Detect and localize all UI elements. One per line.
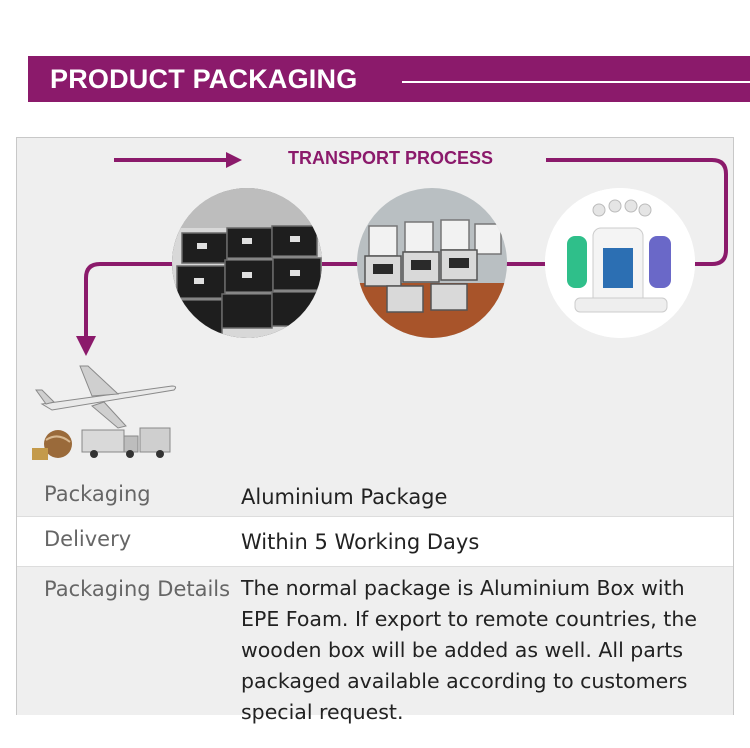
flow-path-left — [84, 262, 190, 340]
banner-title: PRODUCT PACKAGING — [50, 64, 358, 94]
flow-arrow-down-icon — [76, 336, 96, 356]
spec-label: Delivery — [44, 527, 132, 551]
beauty-machine-photo — [545, 188, 695, 338]
globe-icon — [32, 430, 72, 460]
spec-value: Aluminium Package — [241, 485, 448, 509]
spec-value: Within 5 Working Days — [241, 530, 480, 554]
flow-path-right — [546, 158, 728, 266]
spec-value: The normal package is Aluminium Box with… — [241, 576, 697, 724]
table-row: Delivery Within 5 Working Days — [17, 516, 733, 567]
spec-label: Packaging — [44, 482, 151, 506]
section-banner: PRODUCT PACKAGING — [28, 56, 750, 102]
specs-table: Packaging Aluminium Package Delivery Wit… — [17, 470, 733, 724]
banner-rule — [402, 81, 750, 83]
table-row: Packaging Details The normal package is … — [17, 567, 733, 724]
airplane-icon — [35, 365, 177, 429]
table-row: Packaging Aluminium Package — [17, 470, 733, 516]
spec-label: Packaging Details — [44, 577, 231, 601]
open-cases-photo — [357, 188, 507, 338]
transport-title: TRANSPORT PROCESS — [288, 148, 494, 168]
aluminium-boxes-photo — [172, 188, 322, 338]
air-and-road-shipping-illustration — [22, 352, 182, 468]
truck-icon — [81, 427, 171, 458]
flow-arrow-icon — [114, 152, 242, 168]
